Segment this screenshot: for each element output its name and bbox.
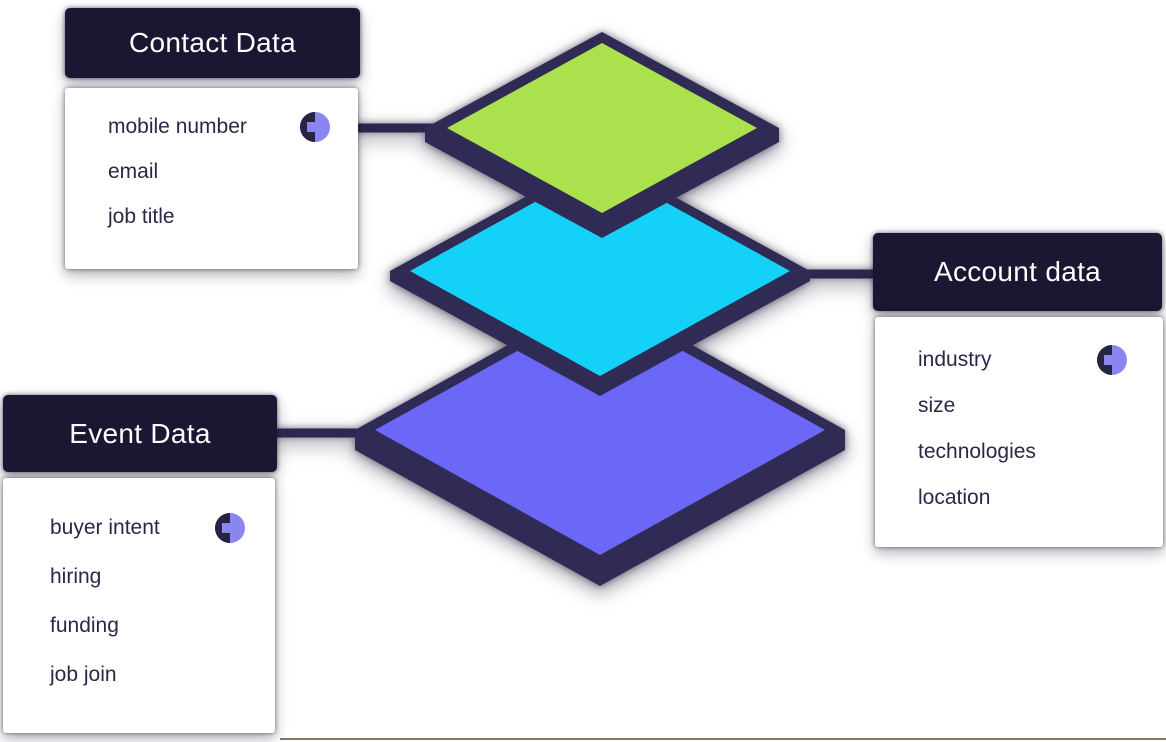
account-layer-diamond: [390, 156, 810, 396]
half-circle-icon: [300, 111, 330, 142]
contact-data-header: Contact Data: [65, 8, 360, 78]
account-data-title: Account data: [933, 256, 1102, 287]
list-item: location: [875, 475, 1163, 521]
event-data-card: buyer intent hiring funding job join: [3, 478, 275, 733]
contact-layer-diamond: [425, 32, 779, 238]
list-item: size: [875, 383, 1163, 429]
half-circle-icon: [1097, 345, 1127, 375]
event-layer-diamond: [355, 294, 845, 586]
list-item: hiring: [3, 552, 275, 601]
item-label-email: email: [108, 159, 159, 183]
item-label-size: size: [918, 394, 956, 417]
account-data-card: industry size technologies location: [875, 317, 1163, 547]
event-data-title: Event Data: [69, 417, 211, 449]
event-data-header: Event Data: [3, 395, 277, 472]
list-item: mobile number: [65, 104, 358, 149]
bottom-divider: [280, 738, 1166, 740]
account-layer-face: [410, 166, 790, 376]
list-item: technologies: [875, 429, 1163, 475]
contact-data-title: Contact Data: [128, 27, 297, 58]
item-label-mobile-number: mobile number: [108, 114, 247, 138]
event-layer-face: [375, 305, 825, 555]
item-label-technologies: technologies: [918, 440, 1036, 463]
item-label-job-title: job title: [108, 204, 175, 228]
list-item: funding: [3, 601, 275, 650]
account-data-header: Account data: [873, 233, 1162, 311]
item-label-job-join: job join: [50, 662, 117, 686]
item-label-funding: funding: [50, 613, 119, 637]
list-item: industry: [875, 337, 1163, 383]
item-label-hiring: hiring: [50, 564, 102, 588]
list-item: job title: [65, 194, 358, 239]
item-label-buyer-intent: buyer intent: [50, 515, 160, 539]
half-circle-icon: [215, 512, 245, 543]
item-label-industry: industry: [918, 348, 992, 371]
item-label-location: location: [918, 486, 991, 509]
contact-layer-face: [447, 43, 757, 213]
contact-data-card: mobile number email job title: [65, 88, 358, 269]
list-item: job join: [3, 650, 275, 699]
list-item: buyer intent: [3, 503, 275, 552]
list-item: email: [65, 149, 358, 194]
